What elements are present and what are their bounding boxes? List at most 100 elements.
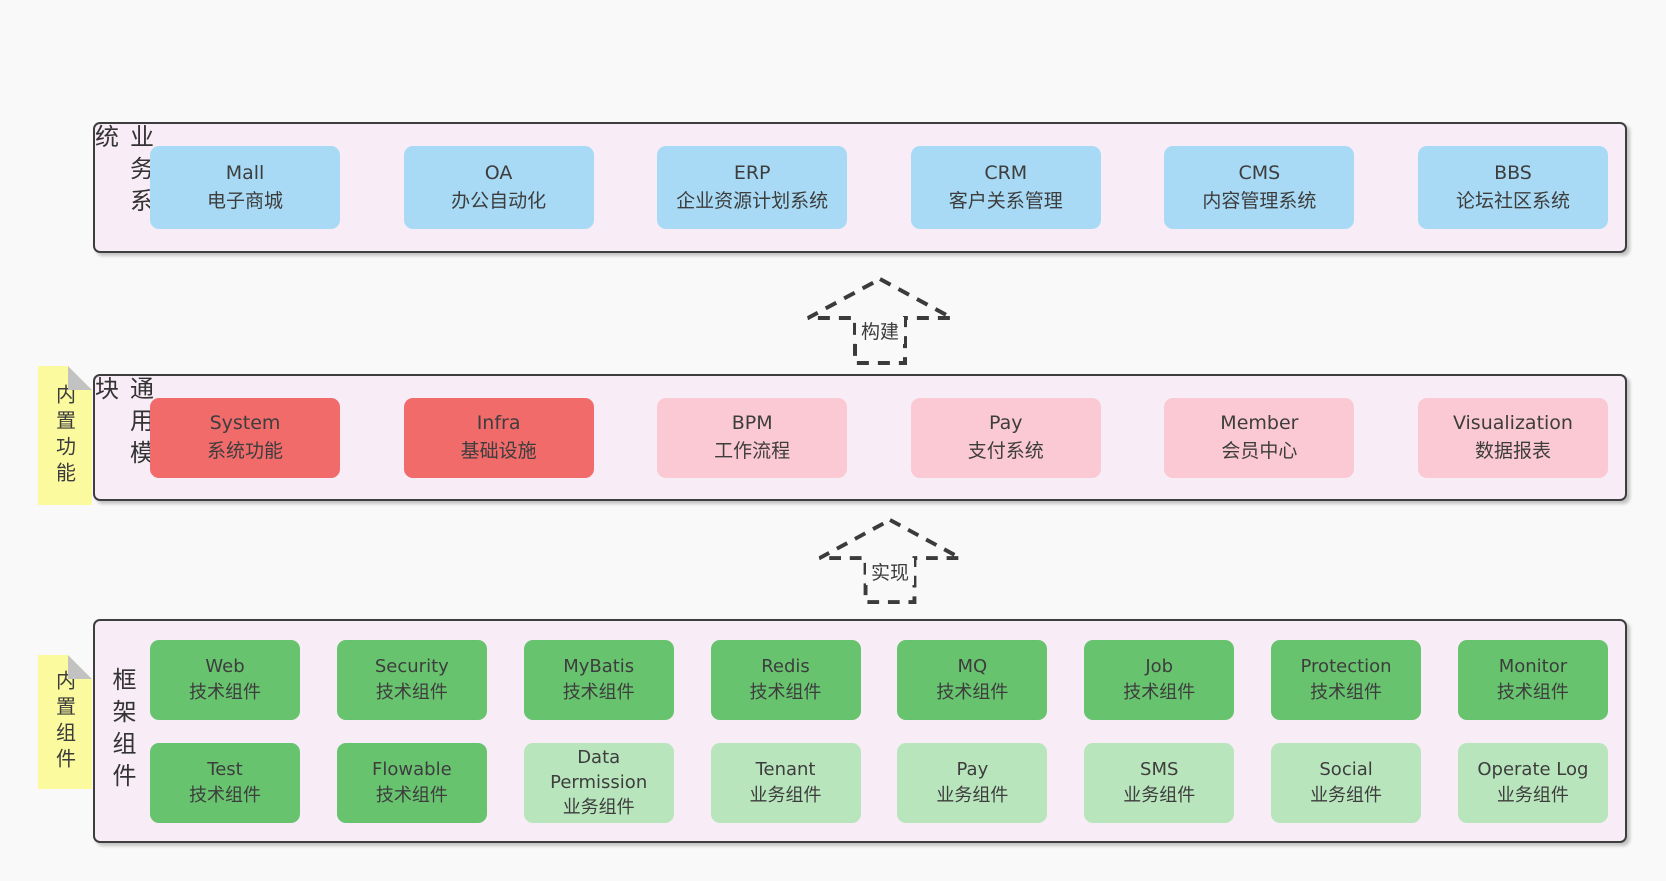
box-name: Web bbox=[205, 656, 245, 678]
box-web: Web 技术组件 bbox=[150, 639, 300, 720]
box-bpm: BPM 工作流程 bbox=[657, 397, 848, 478]
box-desc: 办公自动化 bbox=[451, 189, 547, 212]
up-arrow-icon bbox=[807, 276, 953, 365]
sticky-note-builtin-features: 内置功能 bbox=[38, 366, 92, 505]
box-name: MQ bbox=[957, 656, 988, 678]
box-oa: OA 办公自动化 bbox=[403, 146, 594, 229]
business-systems-panel: 业务系统 Mall 电子商城 OA 办公自动化 ERP 企业资源计划系统 CRM… bbox=[90, 122, 1627, 253]
box-name: Pay bbox=[956, 759, 989, 781]
box-desc: 技术组件 bbox=[1310, 681, 1383, 703]
box-desc: 技术组件 bbox=[1496, 681, 1569, 703]
box-name: ERP bbox=[733, 161, 771, 184]
box-name: SMS bbox=[1140, 759, 1179, 781]
box-desc: 电子商城 bbox=[206, 189, 283, 212]
arrow-outline bbox=[807, 276, 953, 365]
box-desc: 技术组件 bbox=[189, 784, 261, 806]
build-arrow-label: 构建 bbox=[855, 317, 905, 344]
box-crm: CRM 客户关系管理 bbox=[910, 146, 1101, 229]
box-redis: Redis 技术组件 bbox=[710, 639, 861, 720]
framework-components-panel: 框架组件 Web 技术组件 Security 技术组件 MyBatis 技术组件… bbox=[93, 619, 1627, 843]
panel-title-modules: 通用模块 bbox=[90, 376, 154, 472]
box-operate-log: Operate Log 业务组件 bbox=[1457, 742, 1608, 823]
implement-arrow: 实现 bbox=[816, 517, 964, 605]
box-test: Test 技术组件 bbox=[150, 742, 300, 823]
box-name: OA bbox=[484, 161, 513, 184]
box-name: Member bbox=[1220, 411, 1299, 434]
box-desc: 技术组件 bbox=[375, 784, 448, 806]
box-name: Protection bbox=[1300, 656, 1392, 678]
box-desc: 内容管理系统 bbox=[1202, 189, 1317, 212]
box-name: Mall bbox=[225, 161, 265, 184]
box-erp: ERP 企业资源计划系统 bbox=[657, 146, 848, 229]
box-visualization: Visualization 数据报表 bbox=[1417, 397, 1608, 478]
box-system: System 系统功能 bbox=[150, 397, 340, 478]
box-desc: 业务组件 bbox=[749, 784, 822, 806]
box-name: Infra bbox=[476, 411, 521, 434]
box-flowable: Flowable 技术组件 bbox=[336, 742, 487, 823]
box-name: CMS bbox=[1238, 161, 1281, 184]
component-boxes-row-1: Web 技术组件 Security 技术组件 MyBatis 技术组件 Redi… bbox=[150, 639, 1608, 720]
box-social: Social 业务组件 bbox=[1271, 742, 1422, 823]
box-name: Flowable bbox=[372, 759, 452, 781]
box-data-permission: Data Permission 业务组件 bbox=[523, 742, 674, 823]
sticky-note-label: 内置功能 bbox=[52, 383, 77, 488]
box-desc: 会员中心 bbox=[1221, 439, 1298, 462]
box-desc: 技术组件 bbox=[936, 681, 1009, 703]
box-name: Security bbox=[374, 656, 449, 678]
box-name: MyBatis bbox=[563, 656, 635, 678]
box-name: Pay bbox=[989, 411, 1023, 434]
box-name: Social bbox=[1319, 759, 1373, 781]
module-boxes-row: System 系统功能 Infra 基础设施 BPM 工作流程 Pay 支付系统… bbox=[150, 376, 1608, 499]
common-modules-panel: 通用模块 System 系统功能 Infra 基础设施 BPM 工作流程 Pay… bbox=[90, 374, 1627, 501]
box-name: Visualization bbox=[1452, 411, 1573, 434]
box-desc: 技术组件 bbox=[375, 681, 448, 703]
box-desc: 数据报表 bbox=[1474, 439, 1551, 462]
box-job: Job 技术组件 bbox=[1084, 639, 1235, 720]
panel-title-components: 框架组件 bbox=[108, 667, 136, 795]
box-mybatis: MyBatis 技术组件 bbox=[523, 639, 674, 720]
box-name: BBS bbox=[1494, 161, 1532, 184]
box-member: Member 会员中心 bbox=[1164, 397, 1355, 478]
box-desc: 技术组件 bbox=[562, 681, 635, 703]
arrow-outline bbox=[818, 517, 962, 605]
box-desc: 系统功能 bbox=[206, 439, 283, 462]
box-mall: Mall 电子商城 bbox=[150, 146, 340, 229]
box-sms: SMS 业务组件 bbox=[1084, 742, 1235, 823]
box-name: Data Permission bbox=[550, 746, 648, 793]
box-name: Job bbox=[1145, 656, 1174, 678]
box-bbs: BBS 论坛社区系统 bbox=[1417, 146, 1608, 229]
box-name: BPM bbox=[731, 411, 773, 434]
box-desc: 论坛社区系统 bbox=[1455, 189, 1570, 212]
box-name: Operate Log bbox=[1477, 759, 1589, 781]
box-desc: 技术组件 bbox=[189, 681, 261, 703]
box-desc: 技术组件 bbox=[1123, 681, 1196, 703]
box-security: Security 技术组件 bbox=[336, 639, 487, 720]
component-boxes-grid: Web 技术组件 Security 技术组件 MyBatis 技术组件 Redi… bbox=[150, 621, 1608, 841]
box-name: Monitor bbox=[1498, 656, 1568, 678]
box-desc: 业务组件 bbox=[1310, 784, 1383, 806]
box-desc: 基础设施 bbox=[460, 439, 537, 462]
implement-arrow-label: 实现 bbox=[865, 558, 915, 585]
box-pay-biz: Pay 业务组件 bbox=[897, 742, 1048, 823]
box-desc: 工作流程 bbox=[714, 439, 791, 462]
box-desc: 企业资源计划系统 bbox=[676, 189, 829, 212]
box-desc: 支付系统 bbox=[967, 439, 1044, 462]
sticky-note-builtin-components: 内置组件 bbox=[38, 655, 92, 789]
panel-title-business: 业务系统 bbox=[90, 124, 154, 220]
sticky-note-label: 内置组件 bbox=[52, 670, 77, 774]
box-name: Test bbox=[207, 759, 243, 781]
box-mq: MQ 技术组件 bbox=[897, 639, 1048, 720]
box-name: CRM bbox=[984, 161, 1028, 184]
box-name: Redis bbox=[761, 656, 810, 678]
box-desc: 业务组件 bbox=[1123, 784, 1196, 806]
box-protection: Protection 技术组件 bbox=[1271, 639, 1422, 720]
box-pay: Pay 支付系统 bbox=[910, 397, 1101, 478]
folded-corner-icon bbox=[68, 655, 92, 679]
box-monitor: Monitor 技术组件 bbox=[1457, 639, 1608, 720]
build-arrow: 构建 bbox=[806, 276, 954, 366]
component-boxes-row-2: Test 技术组件 Flowable 技术组件 Data Permission … bbox=[150, 742, 1608, 823]
box-infra: Infra 基础设施 bbox=[403, 397, 594, 478]
box-tenant: Tenant 业务组件 bbox=[710, 742, 861, 823]
box-cms: CMS 内容管理系统 bbox=[1164, 146, 1355, 229]
